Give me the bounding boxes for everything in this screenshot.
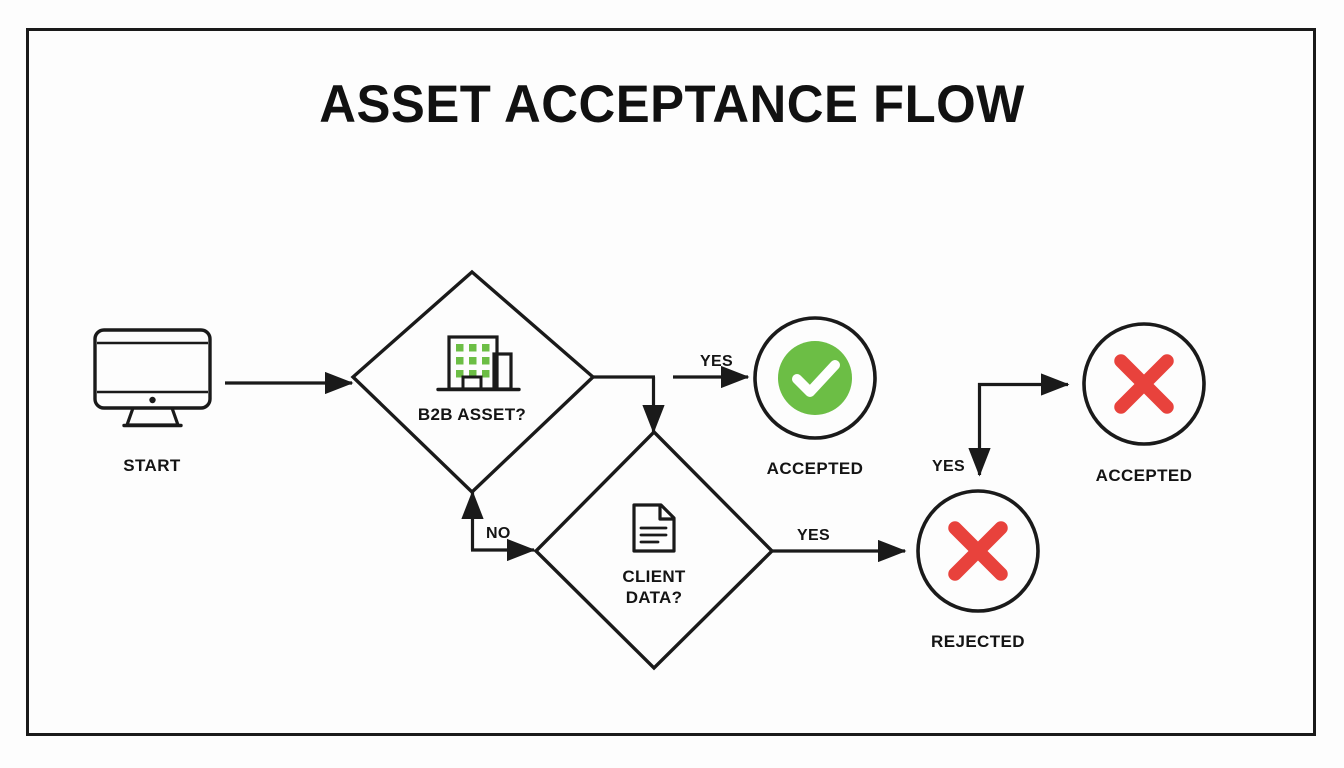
decision-diamond-client-data xyxy=(533,429,775,671)
monitor-icon xyxy=(93,328,212,428)
x-mark-icon-rejected xyxy=(916,489,1040,613)
check-circle-icon xyxy=(753,316,877,440)
edge-label-elbow-yes: YES xyxy=(932,458,965,475)
node-label-client-data-line1: CLIENT xyxy=(622,567,686,586)
edge-label-client-yes: YES xyxy=(797,527,830,544)
node-label-accepted-right: ACCEPTED xyxy=(1095,466,1193,485)
node-label-accepted-top: ACCEPTED xyxy=(766,459,864,478)
node-label-client-data-line2: DATA? xyxy=(625,588,683,607)
page-title: ASSET ACCEPTANCE FLOW xyxy=(319,75,1025,134)
node-label-rejected: REJECTED xyxy=(931,632,1025,651)
node-label-b2b-asset: B2B ASSET? xyxy=(417,405,527,424)
office-building-icon xyxy=(436,335,521,392)
decision-diamond-b2b xyxy=(350,269,596,495)
border-frame xyxy=(26,28,1316,736)
edge-no-loop-back xyxy=(461,490,536,562)
edge-label-b2b-yes: YES xyxy=(700,353,733,370)
document-icon xyxy=(632,503,676,553)
edge-label-no: NO xyxy=(486,525,511,542)
edge-b2b-split xyxy=(593,375,665,434)
node-label-start: START xyxy=(123,456,181,475)
x-mark-icon-accepted-right xyxy=(1082,322,1206,446)
edge-elbow-yes xyxy=(968,373,1070,477)
